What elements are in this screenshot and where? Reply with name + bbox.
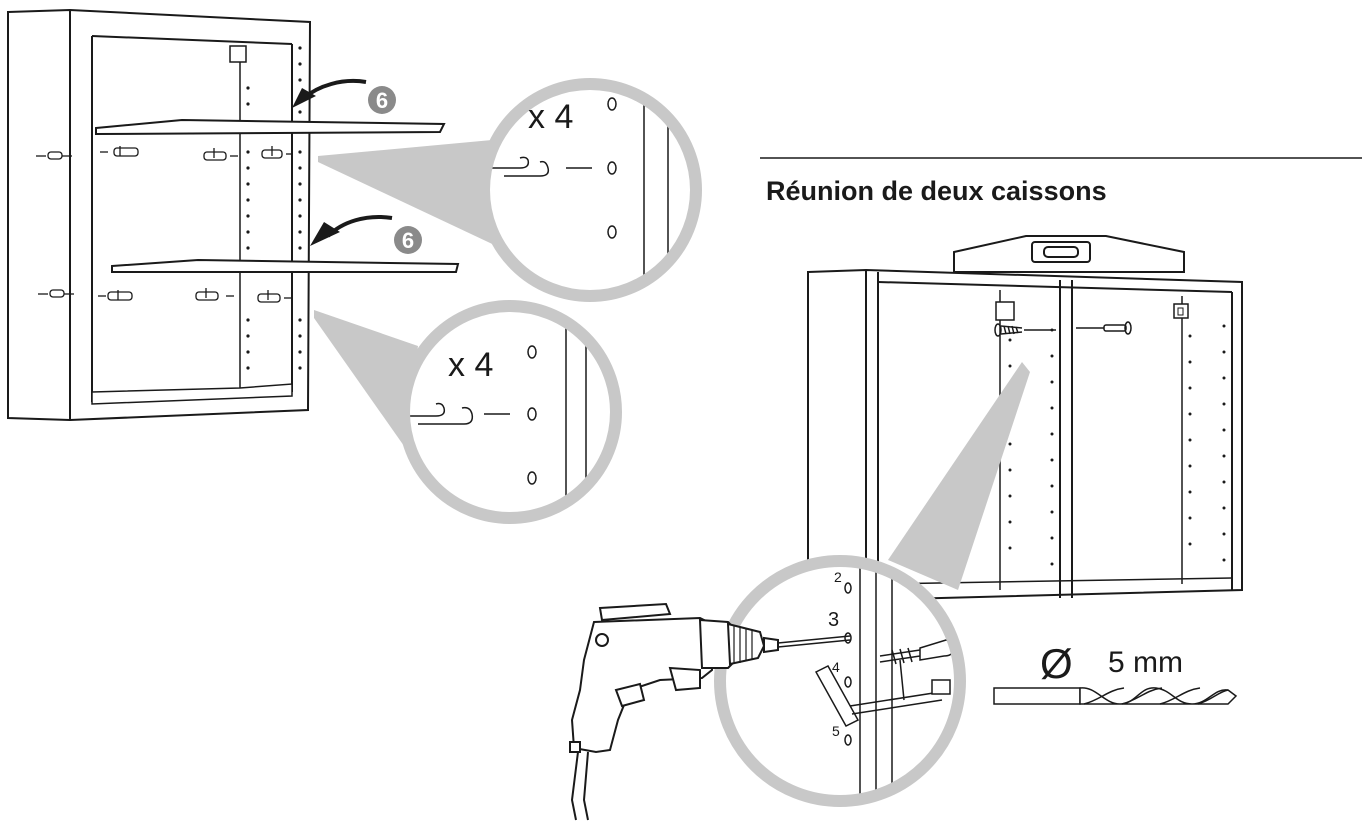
step-badge: 6 xyxy=(394,226,422,254)
section-title: Réunion de deux caissons xyxy=(766,176,1107,206)
wall-cabinet-shelves-icon xyxy=(7,8,460,422)
hole-number-label: 5 xyxy=(832,723,840,739)
shelf-pin-zoom-callout: x 4 xyxy=(318,78,702,302)
connector-screw-icon xyxy=(994,323,1056,337)
drill-bit-icon xyxy=(993,687,1238,705)
spirit-level-icon xyxy=(953,235,1185,273)
drill-bit-diameter-label: Ø 5 mm xyxy=(1040,640,1183,687)
power-drill-icon xyxy=(569,602,851,821)
svg-text:6: 6 xyxy=(402,228,414,253)
lower-shelf xyxy=(111,258,460,273)
shelf-pin-zoom-callout: x 4 xyxy=(314,300,622,524)
step-badge: 6 xyxy=(368,86,396,114)
insert-shelf-arrow-icon xyxy=(292,79,367,108)
insert-shelf-arrow-icon xyxy=(310,215,393,246)
diameter-symbol-icon: Ø xyxy=(1040,640,1073,687)
svg-text:6: 6 xyxy=(376,88,388,113)
two-cabinets-icon xyxy=(807,268,1243,604)
hole-number-label: 4 xyxy=(832,659,840,675)
hole-number-label: 3 xyxy=(828,609,839,631)
hole-number-label: 2 xyxy=(834,569,842,585)
connector-screw-icon xyxy=(1076,321,1132,335)
drill-bit-size-label: 5 mm xyxy=(1108,646,1183,679)
drill-hole-zoom-callout: 2 3 4 5 xyxy=(714,362,1030,807)
clamp-icon xyxy=(814,639,956,727)
quantity-label: x 4 xyxy=(448,346,493,384)
quantity-label: x 4 xyxy=(528,98,573,136)
upper-shelf xyxy=(95,118,446,136)
